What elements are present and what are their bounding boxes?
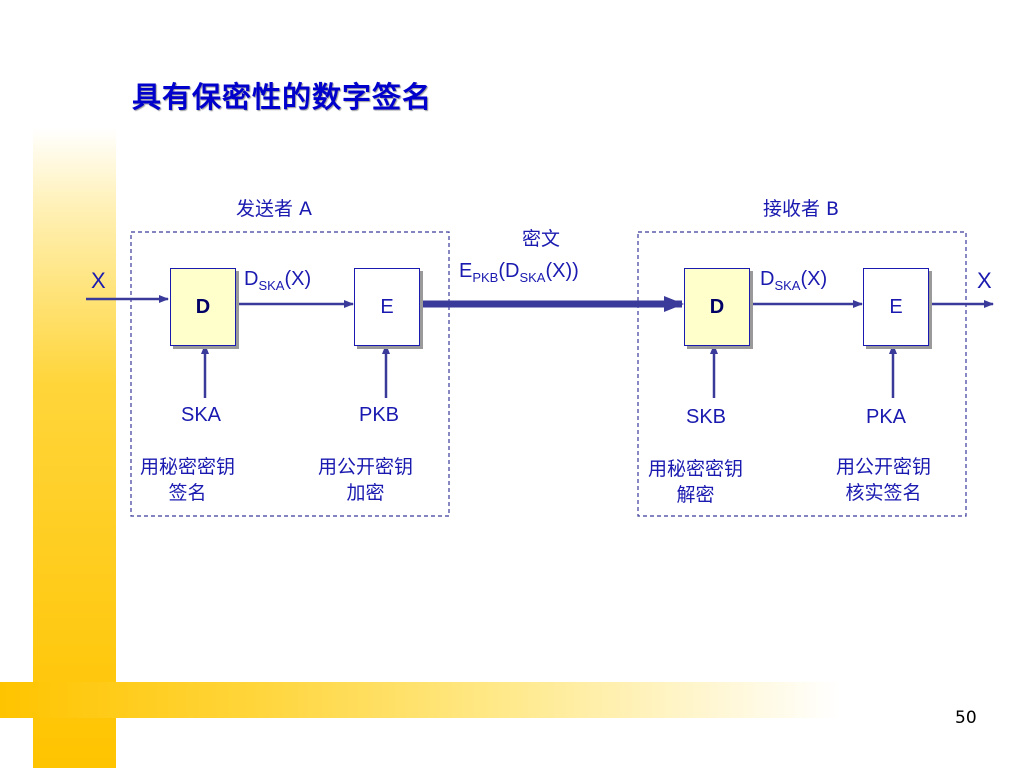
receiver-signed-label: DSKA(X) (760, 268, 828, 293)
slide-title: 具有保密性的数字签名 (132, 80, 433, 114)
sender-d-box: D (170, 268, 236, 346)
page-number: 50 (955, 708, 977, 728)
output-x-label: X (977, 268, 992, 293)
receiver-label: 接收者 B (763, 198, 840, 220)
key-ska-label: SKA (181, 404, 222, 426)
ciphertext-label: 密文 (522, 228, 561, 250)
decorative-vertical-bar (33, 128, 116, 768)
receiver-d-box: D (684, 268, 750, 346)
sender-e-box: E (354, 268, 420, 346)
key-skb-label: SKB (686, 406, 727, 428)
receiver-key2-note: 用公开密钥核实签名 (836, 456, 932, 504)
decorative-horizontal-bar (0, 682, 840, 718)
key-pka-label: PKA (866, 406, 907, 428)
receiver-e-box: E (863, 268, 929, 346)
receiver-region (637, 231, 967, 517)
key-pkb-label: PKB (359, 404, 400, 426)
input-x-label: X (91, 268, 106, 293)
ciphertext-formula: EPKB(DSKA(X)) (459, 260, 579, 285)
sender-label: 发送者 A (236, 198, 313, 220)
sender-signed-label: DSKA(X) (244, 268, 312, 293)
sender-key1-note: 用秘密密钥签名 (140, 456, 236, 504)
receiver-key1-note: 用秘密密钥解密 (648, 458, 744, 506)
sender-key2-note: 用公开密钥加密 (318, 456, 414, 504)
